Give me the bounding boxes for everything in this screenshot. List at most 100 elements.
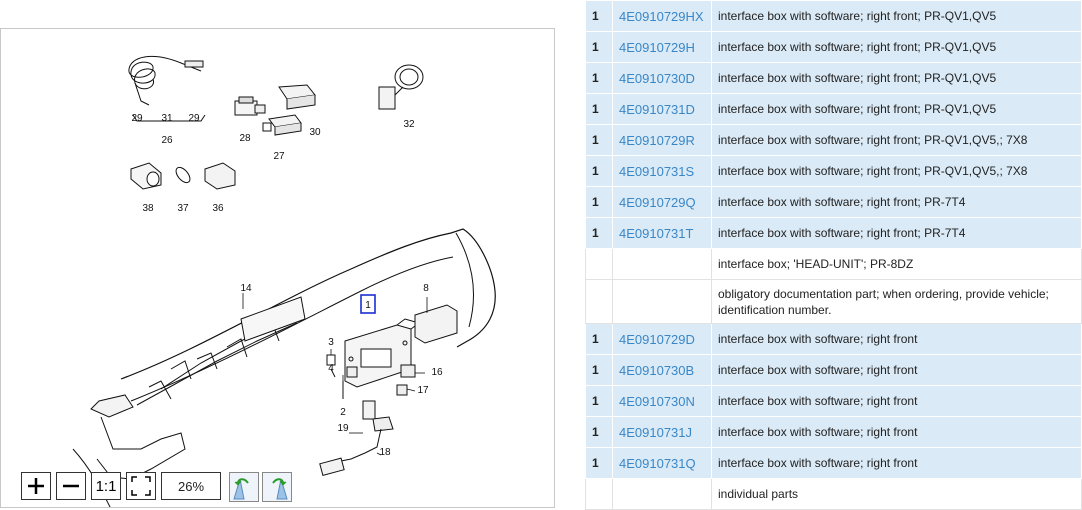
interface-box-part — [344, 318, 421, 388]
actual-size-button[interactable]: 1:1 — [91, 472, 121, 500]
part-description: interface box; 'HEAD-UNIT'; PR-8DZ — [711, 248, 1082, 280]
fit-to-window-button[interactable] — [126, 472, 156, 500]
coiled-cable-part — [128, 56, 204, 106]
part-description: interface box with software; right front… — [711, 62, 1082, 94]
part-quantity — [585, 478, 613, 510]
callout-31: 31 — [161, 113, 173, 124]
connector-28-part — [234, 96, 266, 116]
part-quantity: 1 — [585, 0, 613, 32]
part-quantity: 1 — [585, 186, 613, 218]
zoom-in-button[interactable] — [21, 472, 51, 500]
part-number-cell: 4E0910731S — [612, 155, 712, 187]
parts-row[interactable]: 1 4E0910729Q interface box with software; … — [585, 186, 1082, 218]
clip-17-part — [396, 384, 408, 396]
part-description: interface box with software; right front — [711, 354, 1082, 386]
part-number-cell: 4E0910731D — [612, 93, 712, 125]
zoom-level-display: 26% — [161, 472, 221, 500]
callout-32: 32 — [403, 119, 415, 130]
callout-4: 4 — [328, 363, 334, 374]
part-number-link[interactable]: 4E0910730B — [619, 362, 695, 378]
parts-row: individual parts — [585, 478, 1082, 510]
part-number-cell: 4E0910729D — [612, 323, 712, 355]
part-quantity: 1 — [585, 385, 613, 417]
callout-38: 38 — [142, 203, 154, 214]
part-number-cell: 4E0910729R — [612, 124, 712, 156]
part-number-link[interactable]: 4E0910731D — [619, 101, 695, 117]
parts-row[interactable]: 1 4E0910729R interface box with software; … — [585, 124, 1082, 156]
selected-callout-label: 1 — [365, 300, 371, 311]
loop-connector-32-part — [378, 64, 424, 110]
parts-row: interface box; 'HEAD-UNIT'; PR-8DZ — [585, 248, 1082, 280]
part-quantity: 1 — [585, 124, 613, 156]
part-quantity: 1 — [585, 93, 613, 125]
nut-4-part — [346, 366, 358, 378]
part-number-cell — [612, 279, 712, 324]
part-description: interface box with software; right front… — [711, 124, 1082, 156]
part-number-cell: 4E0910729HX — [612, 0, 712, 32]
connector-27-part — [262, 114, 302, 136]
connector-38-part — [130, 162, 162, 190]
part-description: interface box with software; right front… — [711, 186, 1082, 218]
fit-window-icon — [131, 476, 151, 496]
exploded-parts-diagram[interactable]: 29 31 29 26 28 30 27 32 38 37 36 14 8 3 … — [1, 29, 555, 508]
part-number-cell: 4E0910730D — [612, 62, 712, 94]
callout-29b: 29 — [188, 113, 200, 124]
part-number-cell: 4E0910729H — [612, 31, 712, 63]
part-number-cell: 4E0910730N — [612, 385, 712, 417]
parts-row[interactable]: 1 4E0910729HX interface box with software;… — [585, 0, 1082, 32]
part-quantity: 1 — [585, 323, 613, 355]
part-description: interface box with software; right front… — [711, 93, 1082, 125]
rotate-left-button[interactable] — [229, 472, 259, 502]
parts-row[interactable]: 1 4E0910731D interface box with software; … — [585, 93, 1082, 125]
part-number-cell — [612, 248, 712, 280]
diagram-panel[interactable]: 29 31 29 26 28 30 27 32 38 37 36 14 8 3 … — [0, 28, 555, 508]
rotate-left-icon — [233, 478, 249, 500]
part-description: interface box with software; right front… — [711, 31, 1082, 63]
part-quantity: 1 — [585, 447, 613, 479]
selected-callout[interactable]: 1 — [360, 294, 376, 314]
part-number-link[interactable]: 4E0910729R — [619, 132, 695, 148]
part-number-link[interactable]: 4E0910729HX — [619, 8, 704, 24]
part-description: interface box with software; right front… — [711, 0, 1082, 32]
part-number-link[interactable]: 4E0910731T — [619, 225, 694, 241]
part-quantity: 1 — [585, 354, 613, 386]
part-number-link[interactable]: 4E0910730N — [619, 393, 695, 409]
callout-27: 27 — [273, 151, 285, 162]
part-number-link[interactable]: 4E0910731Q — [619, 455, 696, 471]
callout-37: 37 — [177, 203, 189, 214]
callout-17: 17 — [417, 385, 429, 396]
clip-16-part — [400, 364, 416, 378]
part-number-link[interactable]: 4E0910730D — [619, 70, 695, 86]
part-quantity: 1 — [585, 155, 613, 187]
rotate-right-button[interactable] — [262, 472, 292, 502]
part-number-cell: 4E0910731Q — [612, 447, 712, 479]
part-quantity: 1 — [585, 416, 613, 448]
zoom-out-button[interactable] — [56, 472, 86, 500]
callout-36: 36 — [212, 203, 224, 214]
minus-icon — [63, 484, 79, 488]
callout-8: 8 — [423, 283, 429, 294]
cable-18-part — [319, 416, 394, 476]
part-number-cell: 4E0910729Q — [612, 186, 712, 218]
parts-row[interactable]: 1 4E0910730B interface box with software; … — [585, 354, 1082, 386]
callout-16: 16 — [431, 367, 443, 378]
callout-14: 14 — [240, 283, 252, 294]
part-number-link[interactable]: 4E0910729Q — [619, 194, 696, 210]
part-number-link[interactable]: 4E0910729D — [619, 331, 695, 347]
part-number-link[interactable]: 4E0910731J — [619, 424, 693, 440]
part-number-link[interactable]: 4E0910731S — [619, 163, 695, 179]
part-description: interface box with software; right front — [711, 323, 1082, 355]
rotate-right-icon — [272, 478, 288, 500]
callout-26: 26 — [161, 135, 173, 146]
parts-row[interactable]: 1 4E0910729D interface box with software; … — [585, 323, 1082, 355]
callout-19: 19 — [337, 423, 349, 434]
part-description: obligatory documentation part; when orde… — [711, 279, 1082, 324]
part-number-link[interactable]: 4E0910729H — [619, 39, 695, 55]
